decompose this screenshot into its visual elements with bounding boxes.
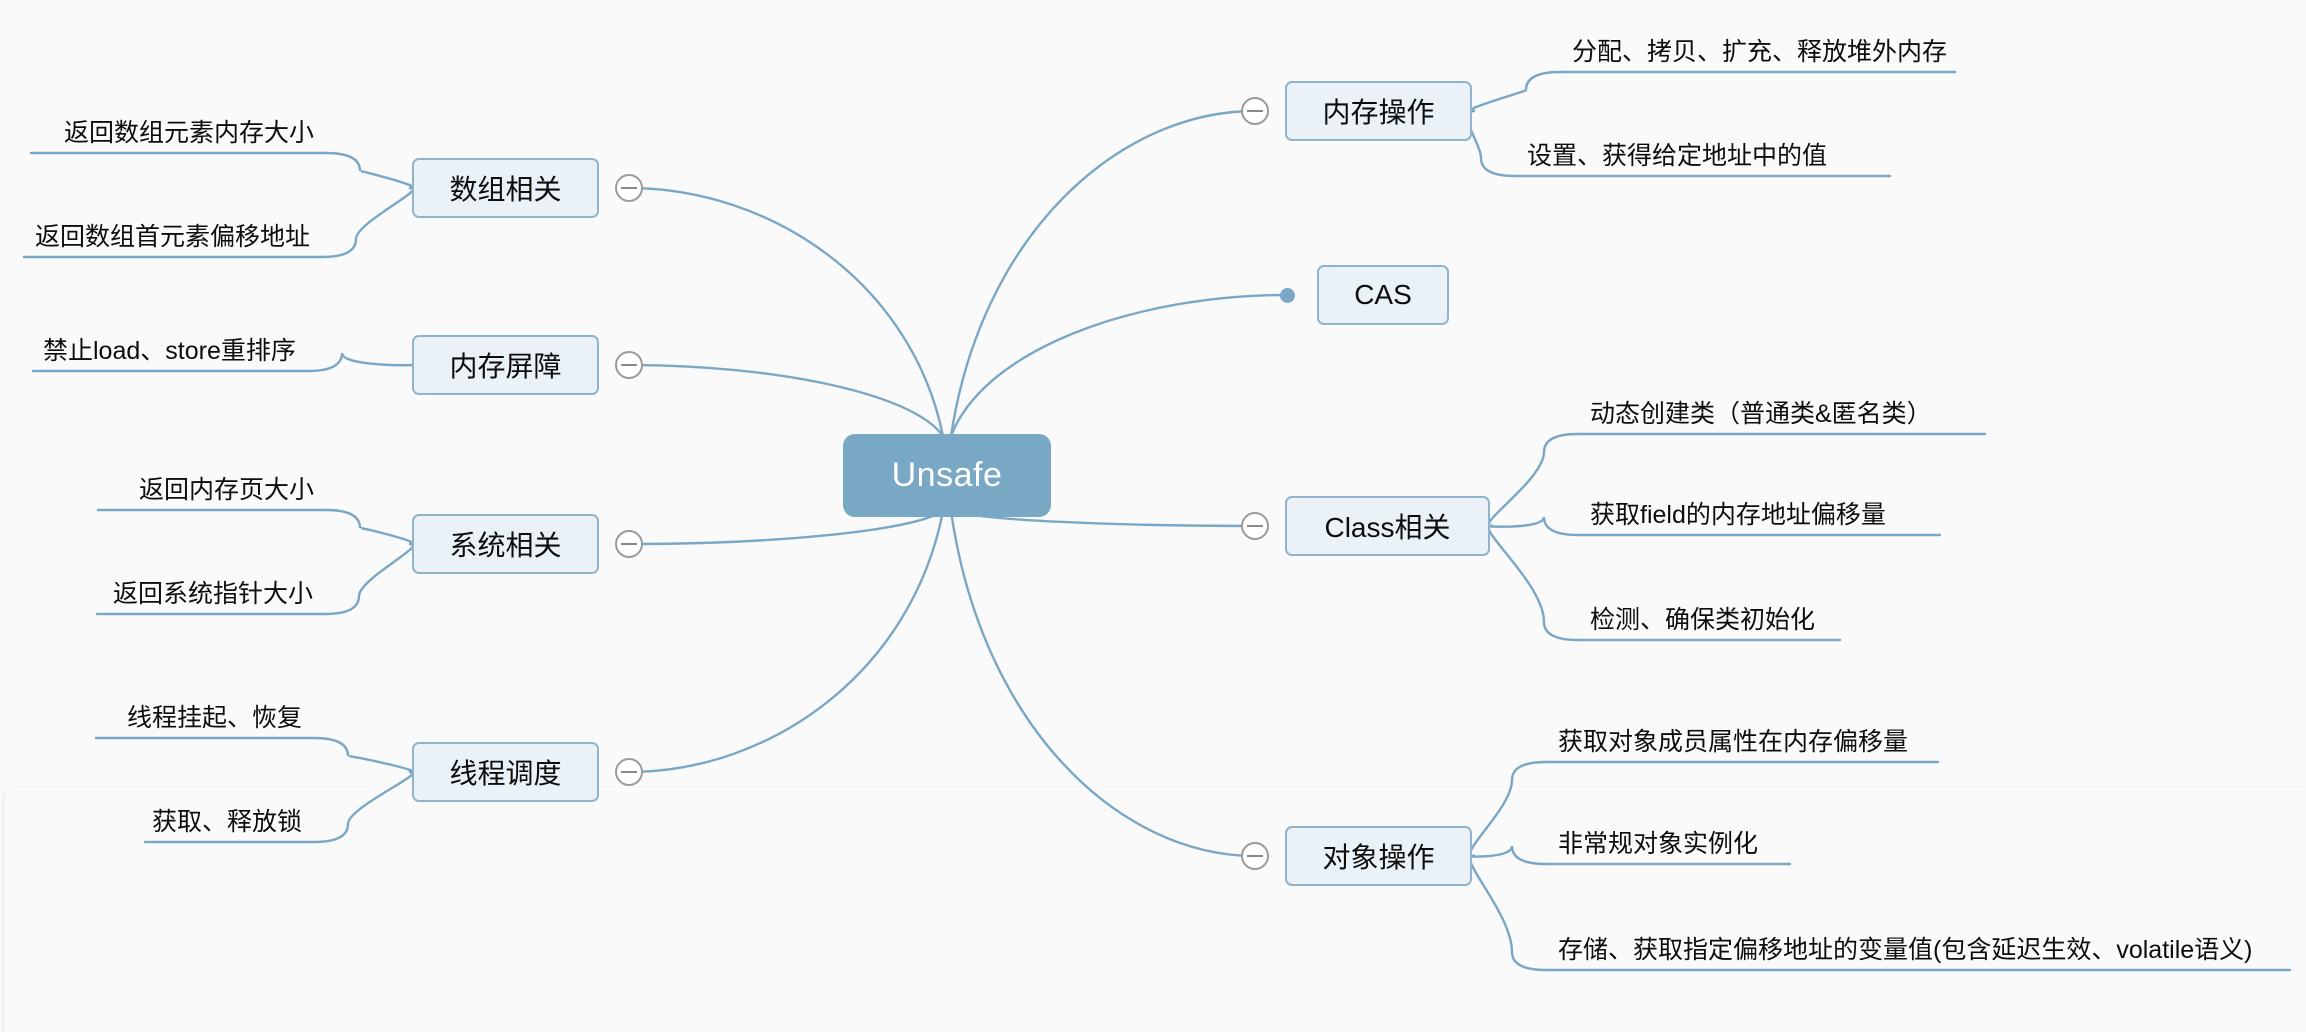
- connector-curve: [1487, 524, 1580, 642]
- connector-curve: [1487, 432, 1580, 528]
- connector-curve: [949, 509, 1257, 858]
- connector-curve: [312, 770, 414, 844]
- connector-curve: [306, 352, 414, 373]
- leaf-node-label: 获取、释放锁: [152, 808, 303, 836]
- leaf-node-thread-scheduling-1[interactable]: 获取、释放锁: [152, 810, 302, 835]
- connector-curve: [1469, 845, 1548, 866]
- branch-node-memory-operations[interactable]: 内存操作: [1285, 81, 1472, 141]
- minus-circle-icon[interactable]: [1241, 512, 1269, 540]
- branch-node-object-operations[interactable]: 对象操作: [1285, 826, 1472, 886]
- leaf-node-array-related-1[interactable]: 返回数组首元素偏移地址: [35, 225, 310, 250]
- leaf-node-memory-barrier-0[interactable]: 禁止load、store重排序: [43, 339, 296, 364]
- connector-curve: [312, 736, 414, 774]
- minus-circle-icon[interactable]: [1241, 842, 1269, 870]
- branch-node-label: CAS: [1354, 279, 1412, 310]
- branch-node-label: 数组相关: [449, 174, 562, 205]
- leaf-node-object-operations-2[interactable]: 存储、获取指定偏移地址的变量值(包含延迟生效、volatile语义): [1558, 938, 2252, 963]
- branch-node-label: 内存操作: [1322, 97, 1435, 128]
- leaf-node-memory-operations-0[interactable]: 分配、拷贝、扩充、释放堆外内存: [1572, 40, 1947, 65]
- root-node-label: Unsafe: [891, 456, 1003, 494]
- leaf-node-label: 返回内存页大小: [139, 476, 315, 504]
- connector-curve: [1469, 70, 1562, 113]
- connector-curve: [1487, 516, 1580, 537]
- leaf-node-class-related-2[interactable]: 检测、确保类初始化: [1590, 608, 1815, 633]
- branch-node-memory-barrier[interactable]: 内存屏障: [412, 335, 599, 395]
- leaf-node-label: 返回系统指针大小: [113, 580, 314, 608]
- branch-node-cas[interactable]: CAS: [1317, 265, 1449, 325]
- leaf-node-label: 获取field的内存地址偏移量: [1590, 501, 1886, 529]
- root-node-unsafe[interactable]: Unsafe: [843, 434, 1051, 517]
- leaf-node-system-related-1[interactable]: 返回系统指针大小: [113, 582, 313, 607]
- connector-curve: [1466, 109, 1517, 178]
- connector-curve: [627, 509, 945, 774]
- leaf-node-object-operations-0[interactable]: 获取对象成员属性在内存偏移量: [1558, 730, 1908, 755]
- leaf-node-label: 获取对象成员属性在内存偏移量: [1558, 728, 1909, 756]
- connector-curve: [949, 293, 1289, 438]
- branch-node-array-related[interactable]: 数组相关: [412, 158, 599, 218]
- leaf-node-system-related-0[interactable]: 返回内存页大小: [139, 478, 314, 503]
- leaf-node-label: 检测、确保类初始化: [1590, 606, 1816, 634]
- leaf-node-class-related-1[interactable]: 获取field的内存地址偏移量: [1590, 503, 1886, 528]
- leaf-node-label: 动态创建类（普通类&匿名类）: [1590, 400, 1932, 428]
- connector-curve: [627, 363, 945, 438]
- minus-circle-icon[interactable]: [1241, 97, 1269, 125]
- connector-curve: [324, 151, 415, 190]
- branch-node-label: 线程调度: [449, 758, 562, 789]
- leaf-node-label: 分配、拷贝、扩充、释放堆外内存: [1572, 38, 1948, 66]
- bullet-dot-icon: [1279, 287, 1295, 303]
- connector-curve: [324, 508, 415, 546]
- branch-node-thread-scheduling[interactable]: 线程调度: [412, 742, 599, 802]
- branch-node-label: 对象操作: [1322, 842, 1435, 873]
- minus-circle-icon[interactable]: [615, 174, 643, 202]
- connector-curve: [627, 509, 945, 546]
- connector-curve: [320, 186, 415, 259]
- connector-curve: [1469, 854, 1548, 972]
- branch-node-label: 系统相关: [449, 530, 562, 561]
- branch-node-label: 内存屏障: [449, 351, 562, 382]
- leaf-node-label: 返回数组首元素偏移地址: [35, 223, 311, 251]
- leaf-node-label: 设置、获得给定地址中的值: [1527, 142, 1828, 170]
- leaf-node-array-related-0[interactable]: 返回数组元素内存大小: [64, 121, 314, 146]
- connector-curve: [627, 186, 945, 438]
- connector-curve: [1469, 760, 1548, 858]
- leaf-node-label: 线程挂起、恢复: [127, 704, 303, 732]
- leaf-node-memory-operations-1[interactable]: 设置、获得给定地址中的值: [1527, 144, 1827, 169]
- leaf-node-label: 返回数组元素内存大小: [64, 119, 315, 147]
- leaf-node-label: 存储、获取指定偏移地址的变量值(包含延迟生效、volatile语义): [1558, 936, 2253, 964]
- minus-circle-icon[interactable]: [615, 758, 643, 786]
- leaf-node-class-related-0[interactable]: 动态创建类（普通类&匿名类）: [1590, 402, 1932, 427]
- branch-node-label: Class相关: [1324, 512, 1451, 543]
- leaf-node-thread-scheduling-0[interactable]: 线程挂起、恢复: [127, 706, 302, 731]
- minus-circle-icon[interactable]: [615, 351, 643, 379]
- minus-circle-icon[interactable]: [615, 530, 643, 558]
- branch-node-class-related[interactable]: Class相关: [1285, 496, 1490, 556]
- leaf-node-object-operations-1[interactable]: 非常规对象实例化: [1558, 832, 1758, 857]
- connector-curve: [323, 542, 415, 616]
- leaf-node-label: 禁止load、store重排序: [43, 337, 296, 365]
- branch-node-system-related[interactable]: 系统相关: [412, 514, 599, 574]
- connector-curve: [949, 109, 1257, 438]
- leaf-node-label: 非常规对象实例化: [1558, 830, 1759, 858]
